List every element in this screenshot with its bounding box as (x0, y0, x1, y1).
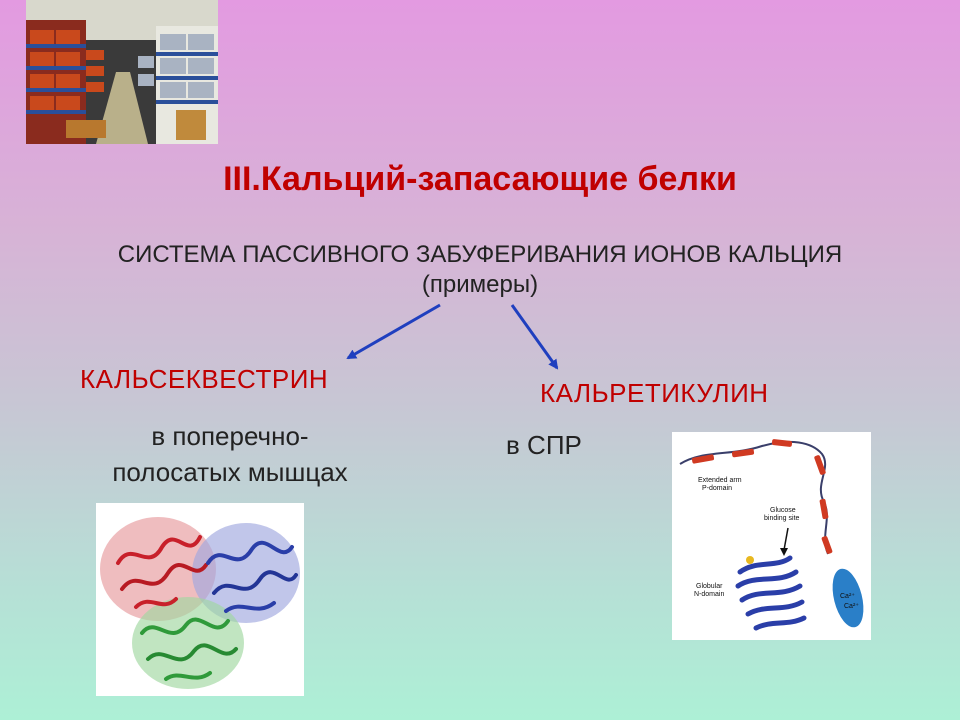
label-globular: Globular (696, 583, 723, 590)
slide-subtitle: СИСТЕМА ПАССИВНОГО ЗАБУФЕРИВАНИЯ ИОНОВ К… (0, 240, 960, 300)
label-extended-arm: Extended arm (698, 477, 742, 484)
calreticulin-label: КАЛЬРЕТИКУЛИН (540, 378, 769, 408)
calsequestrin-label: КАЛЬСЕКВЕСТРИН (80, 364, 329, 394)
label-glucose: Glucose (770, 507, 796, 514)
left-location-line-1: в поперечно- (151, 421, 309, 451)
left-location-line-2: полосатых мышцах (112, 457, 348, 487)
label-p-domain: P-domain (702, 485, 732, 492)
calsequestrin-structure-image (96, 503, 304, 696)
calreticulin-structure-diagram: Extended arm P-domain Glucose binding si… (672, 432, 871, 640)
label-ca-1: Ca²⁺ (840, 593, 855, 600)
arrow-right (510, 304, 559, 370)
subtitle-line-1: СИСТЕМА ПАССИВНОГО ЗАБУФЕРИВАНИЯ ИОНОВ К… (117, 241, 843, 268)
subtitle-line-2: (примеры) (421, 271, 539, 298)
label-ca-2: Ca²⁺ (844, 603, 859, 610)
warehouse-photo (26, 0, 218, 144)
calreticulin-location: в СПР (506, 430, 582, 460)
label-binding-site: binding site (764, 515, 800, 522)
arrow-left (346, 303, 441, 360)
calsequestrin-location: в поперечно- полосатых мышцах (80, 418, 380, 490)
label-n-domain: N-domain (694, 591, 724, 598)
slide-title: III.Кальций-запасающие белки (223, 160, 737, 198)
